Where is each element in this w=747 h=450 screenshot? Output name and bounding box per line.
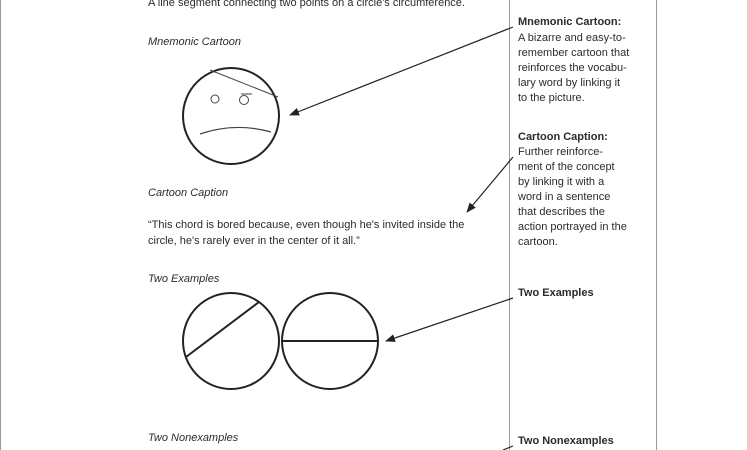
annotation-line: cartoon.	[518, 236, 558, 248]
annotation-title-nonexamples: Two Nonexamples	[518, 435, 614, 447]
section-label-two-examples: Two Examples	[148, 273, 220, 285]
annotation-body-mnemonic: A bizarre and easy-to- remember cartoon …	[518, 31, 643, 106]
caption-quote-line-2: circle, he's rarely ever in the center o…	[148, 235, 360, 247]
bored-chord-cartoon	[182, 67, 280, 165]
arrow-caption	[466, 156, 514, 213]
annotation-title-mnemonic: Mnemonic Cartoon:	[518, 16, 622, 28]
chord-example-1	[182, 292, 280, 390]
chord-example-2	[281, 292, 379, 390]
annotation-line: lary word by linking it	[518, 77, 621, 89]
section-label-cartoon-caption: Cartoon Caption	[148, 187, 229, 199]
annotation-line: A bizarre and easy-to-	[518, 32, 626, 44]
annotation-line: Further reinforce-	[518, 146, 603, 158]
left-border	[0, 0, 1, 450]
right-border	[656, 0, 657, 450]
annotation-body-caption: Further reinforce- ment of the concept b…	[518, 145, 643, 250]
annotation-title-examples: Two Examples	[518, 287, 594, 299]
annotation-line: action portrayed in the	[518, 221, 627, 233]
section-label-two-nonexamples: Two Nonexamples	[148, 432, 239, 444]
caption-quote-line-1: “This chord is bored because, even thoug…	[148, 219, 465, 231]
annotation-line: remember cartoon that	[518, 47, 630, 59]
annotation-line: reinforces the vocabu-	[518, 62, 627, 74]
arrow-mnemonic	[289, 26, 514, 116]
annotation-line: ment of the concept	[518, 161, 615, 173]
annotation-line: by linking it with a	[518, 176, 605, 188]
annotation-line: to the picture.	[518, 92, 585, 104]
annotation-line: that describes the	[518, 206, 605, 218]
arrow-examples	[385, 297, 514, 342]
section-label-mnemonic-cartoon: Mnemonic Cartoon	[148, 36, 241, 48]
arrow-nonexamples	[502, 445, 514, 450]
annotation-line: word in a sentence	[518, 191, 611, 203]
definition-text: A line segment connecting two points on …	[148, 0, 465, 9]
column-divider	[509, 0, 510, 450]
annotation-title-caption: Cartoon Caption:	[518, 131, 608, 143]
